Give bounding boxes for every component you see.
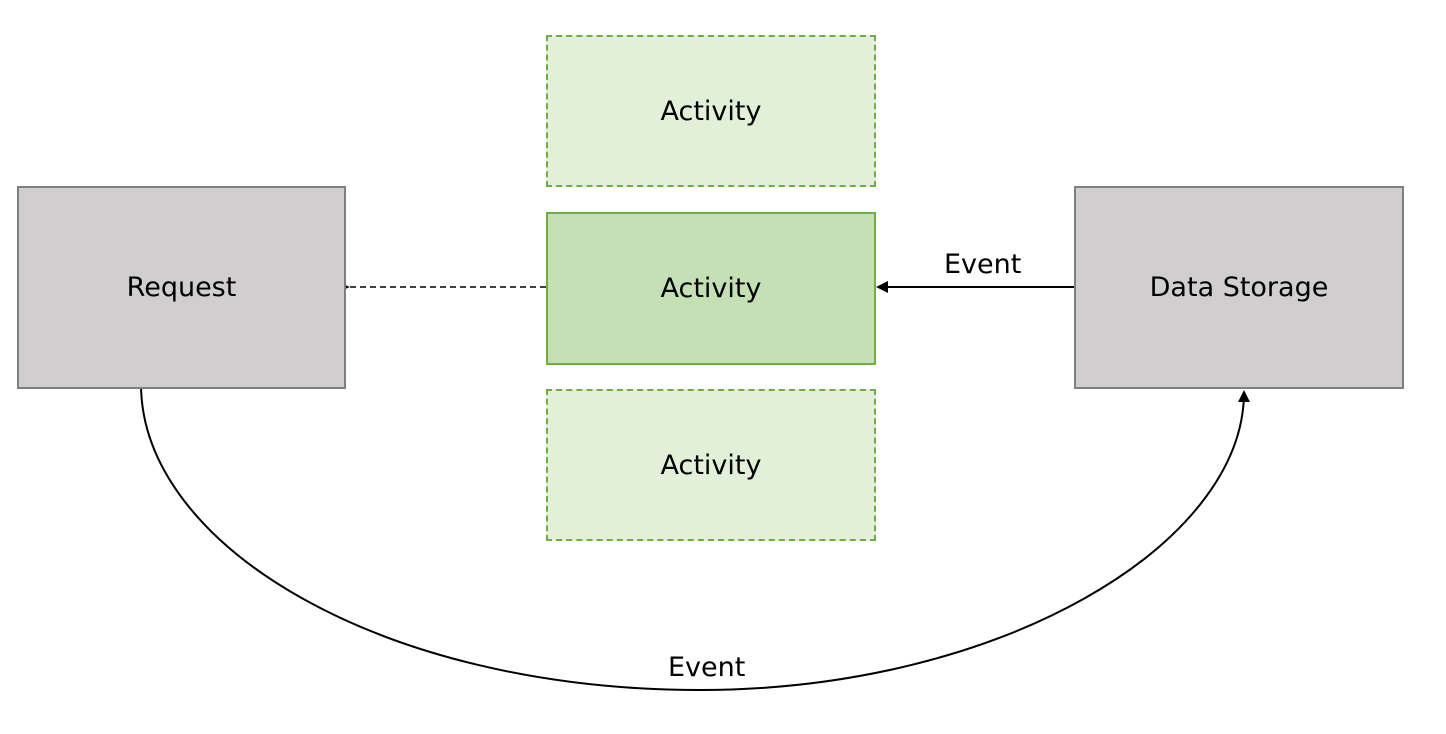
data-storage-label: Data Storage xyxy=(1149,272,1329,303)
data-storage-node[interactable]: Data Storage xyxy=(1074,186,1404,389)
activity-bottom-label: Activity xyxy=(660,449,762,481)
request-node[interactable]: Request xyxy=(17,186,346,389)
activity-node-middle[interactable]: Activity xyxy=(546,212,876,365)
activity-top-label: Activity xyxy=(660,95,762,127)
request-event-label: Event xyxy=(668,652,746,683)
activity-middle-label: Activity xyxy=(660,273,762,304)
activity-node-top[interactable]: Activity xyxy=(546,35,876,187)
request-label: Request xyxy=(126,272,237,303)
activity-node-bottom[interactable]: Activity xyxy=(546,389,876,541)
request-to-storage-curve xyxy=(140,383,1250,692)
storage-event-label: Event xyxy=(944,249,1022,280)
